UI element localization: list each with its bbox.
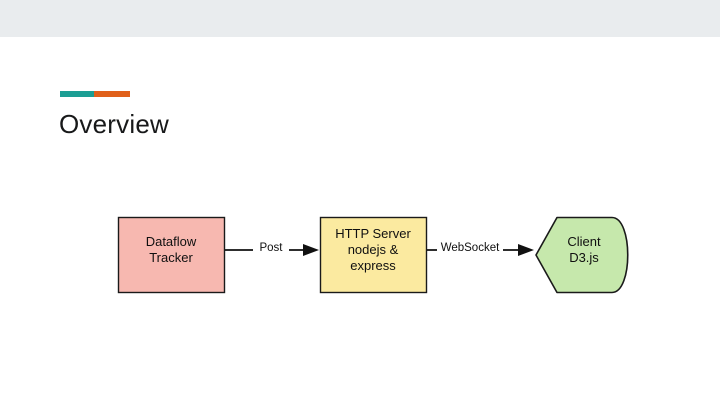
node-http-server [319,216,428,294]
title-accent-bar [60,91,130,97]
accent-bar-teal-segment [60,91,94,97]
node-client [535,216,629,294]
header-band [0,0,720,37]
node-dataflow-tracker [117,216,226,294]
edge-post-arrowhead [303,244,319,256]
accent-bar-orange-segment [94,91,130,97]
page-title: Overview [59,109,169,139]
edge-websocket-arrowhead [518,244,534,256]
